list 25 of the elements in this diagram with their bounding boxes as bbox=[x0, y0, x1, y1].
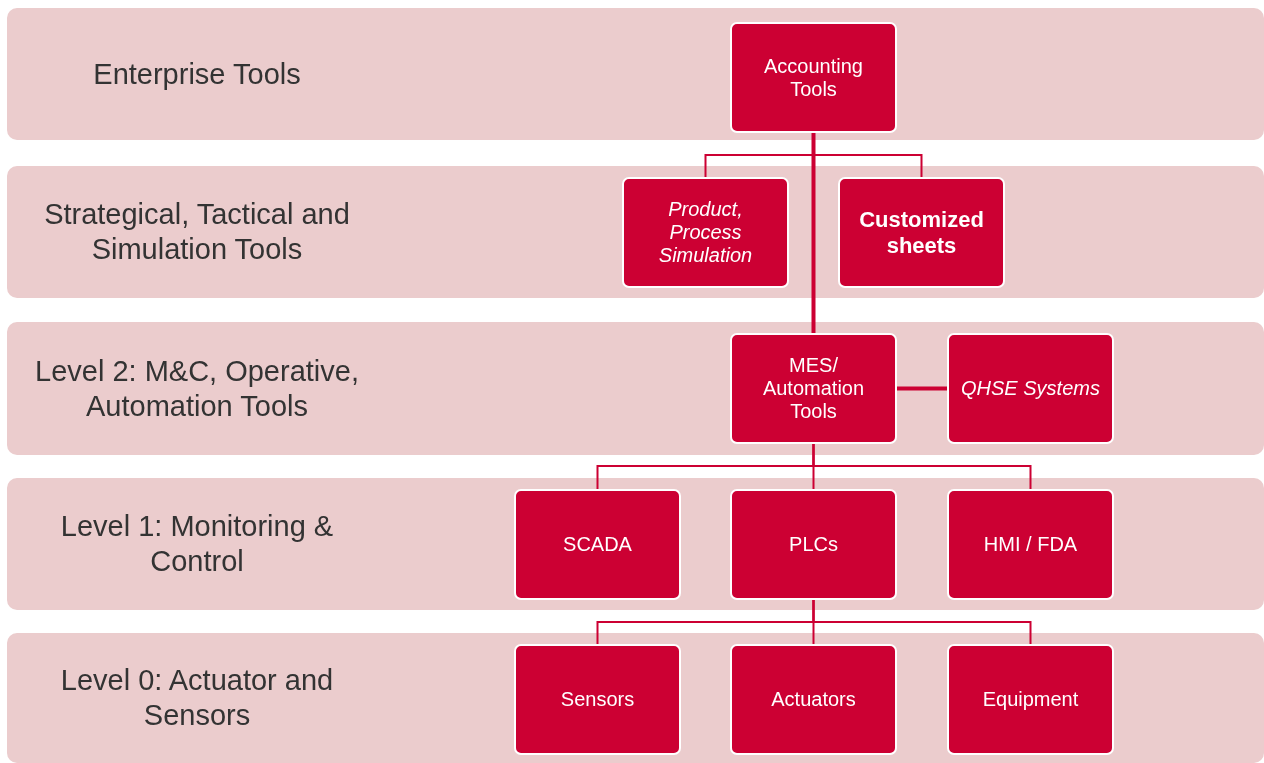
connector-line bbox=[812, 599, 1032, 645]
level-label: Strategical, Tactical and Simulation Tools bbox=[43, 197, 351, 267]
system-box: Product, Process Simulation bbox=[622, 177, 789, 288]
system-box: PLCs bbox=[730, 489, 897, 600]
connector-line bbox=[811, 133, 816, 333]
level-label: Level 2: M&C, Operative, Automation Tools bbox=[34, 353, 360, 424]
system-box: MES/ Automation Tools bbox=[730, 333, 897, 444]
connector-line bbox=[812, 443, 1032, 490]
system-box: Actuators bbox=[730, 644, 897, 755]
level-label: Level 1: Monitoring & Control bbox=[59, 509, 335, 579]
system-box: Equipment bbox=[947, 644, 1114, 755]
system-box: HMI / FDA bbox=[947, 489, 1114, 600]
system-box: QHSE Systems bbox=[947, 333, 1114, 444]
system-box: Accounting Tools bbox=[730, 22, 897, 133]
connector-line bbox=[897, 386, 947, 391]
system-box: SCADA bbox=[514, 489, 681, 600]
level-band bbox=[7, 8, 1264, 140]
level-band bbox=[7, 478, 1264, 610]
level-band bbox=[7, 166, 1264, 298]
system-box: Customized sheets bbox=[838, 177, 1005, 288]
level-band bbox=[7, 633, 1264, 763]
level-band bbox=[7, 322, 1264, 455]
system-box: Sensors bbox=[514, 644, 681, 755]
level-label: Level 0: Actuator and Sensors bbox=[59, 663, 335, 733]
level-label: Enterprise Tools bbox=[92, 56, 302, 92]
